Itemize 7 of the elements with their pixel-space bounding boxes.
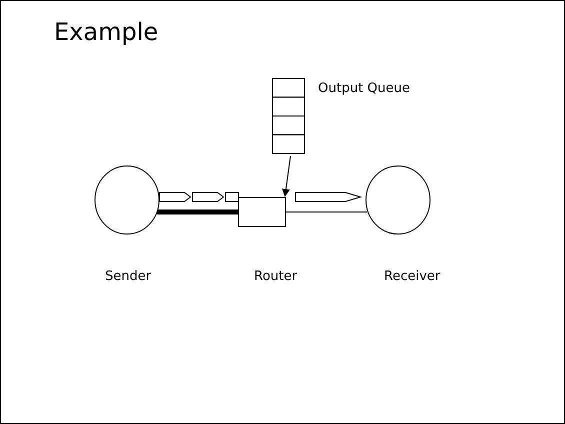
node-label: Output Queue [318, 81, 410, 96]
link-line [156, 210, 240, 214]
node-label: Router [254, 269, 298, 284]
arrow [282, 156, 291, 197]
node-label: Receiver [384, 269, 440, 284]
node-label: Sender [105, 269, 152, 284]
slide-title: Example [54, 18, 158, 46]
